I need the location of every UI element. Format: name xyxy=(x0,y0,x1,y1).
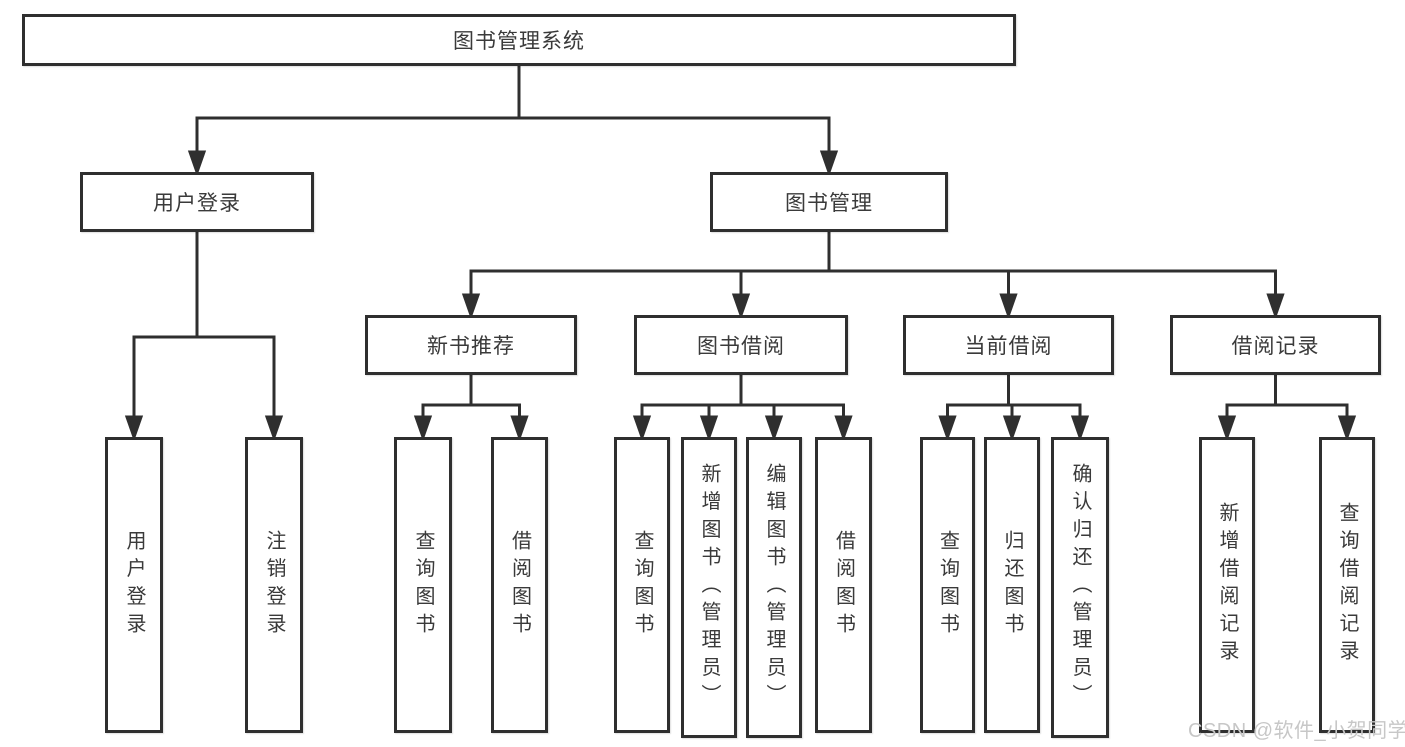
leaf-query-books-current: 查询图书 xyxy=(920,437,975,733)
leaf-add-books-admin: 新增图书（管理员） xyxy=(681,437,737,738)
node-new-book-recommend: 新书推荐 xyxy=(365,315,577,375)
leaf-query-books-recommend: 查询图书 xyxy=(394,437,452,733)
node-label: 借阅记录 xyxy=(1231,335,1320,358)
node-label: 新增图书（管理员） xyxy=(698,463,720,712)
leaf-edit-books-admin: 编辑图书（管理员） xyxy=(746,437,802,738)
node-label: 图书管理系统 xyxy=(453,30,585,53)
leaf-query-books-borrowing: 查询图书 xyxy=(614,437,670,733)
node-label: 查询图书 xyxy=(631,529,653,641)
leaf-user-login: 用户登录 xyxy=(105,437,163,733)
leaf-confirm-return-admin: 确认归还（管理员） xyxy=(1051,437,1109,738)
leaf-return-books: 归还图书 xyxy=(984,437,1040,733)
node-label: 归还图书 xyxy=(1001,529,1023,641)
node-label: 确认归还（管理员） xyxy=(1069,463,1091,712)
node-library-management-system: 图书管理系统 xyxy=(22,14,1016,66)
node-book-borrowing: 图书借阅 xyxy=(634,315,848,375)
node-label: 查询借阅记录 xyxy=(1336,502,1358,668)
leaf-borrow-books-borrowing: 借阅图书 xyxy=(815,437,872,733)
csdn-watermark: CSDN @软件_小贺同学 xyxy=(1188,720,1405,742)
leaf-borrow-books-recommend: 借阅图书 xyxy=(491,437,548,733)
node-label: 图书管理 xyxy=(785,192,873,215)
node-label: 注销登录 xyxy=(263,529,285,641)
node-label: 新增借阅记录 xyxy=(1216,502,1238,668)
node-label: 新书推荐 xyxy=(427,335,515,358)
node-book-management: 图书管理 xyxy=(710,172,948,232)
node-label: 查询图书 xyxy=(412,529,434,641)
node-label: 用户登录 xyxy=(123,529,145,641)
leaf-query-borrow-record: 查询借阅记录 xyxy=(1319,437,1375,733)
node-label: 借阅图书 xyxy=(508,529,531,641)
node-label: 编辑图书（管理员） xyxy=(763,463,785,712)
node-label: 借阅图书 xyxy=(832,529,855,641)
node-borrow-records: 借阅记录 xyxy=(1170,315,1381,375)
leaf-add-borrow-record: 新增借阅记录 xyxy=(1199,437,1255,733)
node-label: 用户登录 xyxy=(153,192,241,215)
node-label: 查询图书 xyxy=(936,529,959,641)
leaf-logout: 注销登录 xyxy=(245,437,303,733)
node-user-login: 用户登录 xyxy=(80,172,314,232)
node-label: 当前借阅 xyxy=(964,335,1053,358)
node-label: 图书借阅 xyxy=(697,335,785,358)
node-current-borrowing: 当前借阅 xyxy=(903,315,1114,375)
